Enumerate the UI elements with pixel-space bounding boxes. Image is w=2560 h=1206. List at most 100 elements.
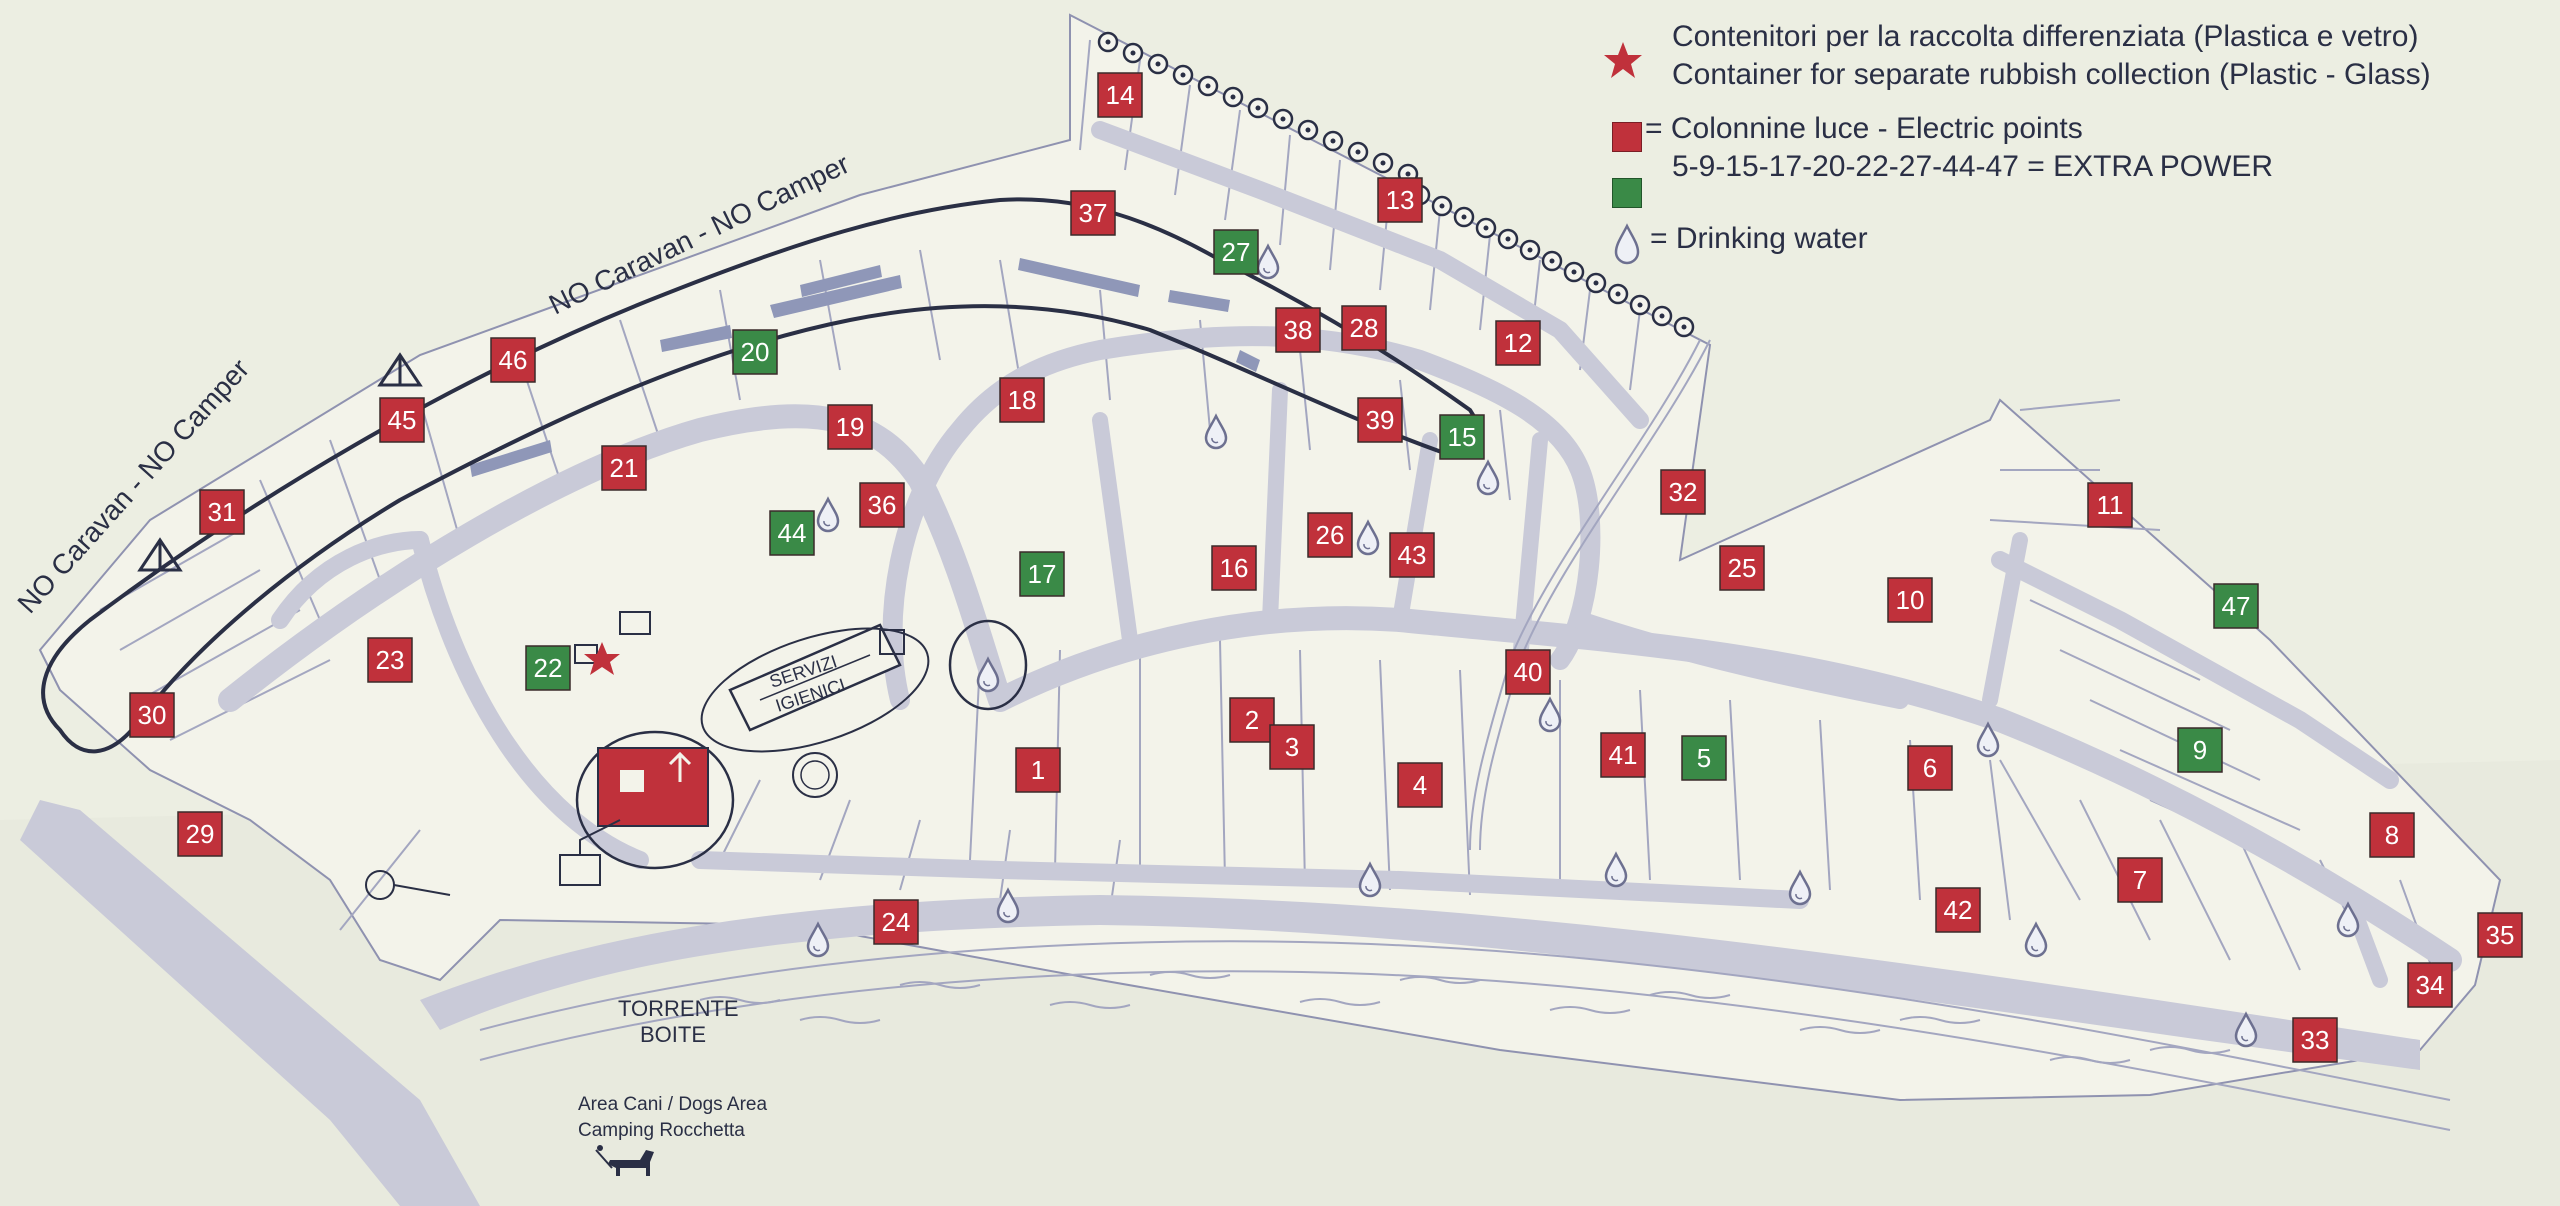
pitch-number: 24 [882,907,911,937]
pitch-marker-7: 7 [2117,857,2163,903]
pitch-box [199,489,245,535]
pitch-marker-14: 14 [1097,72,1143,118]
pitch-marker-16: 16 [1211,545,1257,591]
pitch-marker-39: 39 [1357,397,1403,443]
pitch-marker-45: 45 [379,397,425,443]
legend-green-swatch [1612,178,1642,208]
pitch-number: 26 [1316,520,1345,550]
pitch-marker-36: 36 [859,482,905,528]
main-road [20,800,2420,1206]
pitch-marker-2: 2 [1229,697,1275,743]
pitch-marker-17: 17 [1019,551,1065,597]
pitch-box [2292,1017,2338,1063]
pitch-box [2213,583,2259,629]
ring-icon [1431,195,1453,217]
pitch-box [525,645,571,691]
stream [1469,339,1711,851]
ring-icon [1519,239,1541,261]
pitch-marker-10: 10 [1887,577,1933,623]
pitch-box [1439,414,1485,460]
ring-icon [1475,217,1497,239]
star-icon [1604,42,1642,78]
pitch-box [379,397,425,443]
dog-icon [595,1145,654,1176]
pitch-number: 23 [376,645,405,675]
ring-icon [1322,130,1344,152]
ring-icon [1372,152,1394,174]
pitch-marker-8: 8 [2369,812,2415,858]
legend-star-line1: Contenitori per la raccolta differenziat… [1672,20,2419,53]
pitch-box [1600,732,1646,778]
servizi-igienici: SERVIZI IGIENICI [700,623,930,753]
ring-icon [1541,250,1563,272]
pitch-number: 43 [1398,540,1427,570]
pitch-number: 41 [1609,740,1638,770]
pitch-box [1341,305,1387,351]
pitch-number: 31 [208,497,237,527]
pitch-marker-26: 26 [1307,512,1353,558]
pitch-marker-27: 27 [1213,229,1259,275]
pitch-marker-32: 32 [1660,469,1706,515]
pitch-box [1389,532,1435,578]
pitch-marker-40: 40 [1505,649,1551,695]
pitch-marker-5: 5 [1681,735,1727,781]
pitch-number: 13 [1386,185,1415,215]
pitch-box [1070,190,1116,236]
pitch-number: 10 [1896,585,1925,615]
ring-icon [1347,141,1369,163]
ring-icon [1563,261,1585,283]
legend-star-line2: Container for separate rubbish collectio… [1672,58,2431,91]
pitch-number: 35 [2486,920,2515,950]
pitch-number: 46 [499,345,528,375]
pitch-box [1505,649,1551,695]
dogs-area-label-2: Camping Rocchetta [578,1120,745,1141]
pitch-box [1211,545,1257,591]
pitch-number: 11 [2097,490,2124,520]
pitch-marker-15: 15 [1439,414,1485,460]
pitch-number: 27 [1222,237,1251,267]
pitch-box [490,337,536,383]
pitch-marker-44: 44 [769,510,815,556]
ring-icon [1453,206,1475,228]
pitch-marker-37: 37 [1070,190,1116,236]
pitch-box [2407,962,2453,1008]
pitch-box [1681,735,1727,781]
roads [218,121,2462,988]
pitch-number: 7 [2133,865,2147,895]
pitch-number: 5 [1697,743,1711,773]
pitch-box [1213,229,1259,275]
river-label-1: TORRENTE [618,996,739,1021]
pitch-box [1660,469,1706,515]
pitch-marker-35: 35 [2477,912,2523,958]
pitch-marker-22: 22 [525,645,571,691]
river-boite [479,940,2451,1131]
pitch-box [1357,397,1403,443]
pitch-number: 33 [2301,1025,2330,1055]
pitch-marker-13: 13 [1377,177,1423,223]
pitch-marker-25: 25 [1719,545,1765,591]
pitch-box [1269,724,1315,770]
pitch-box [769,510,815,556]
pitch-number: 29 [186,819,215,849]
ring-icon [1197,75,1219,97]
pitch-marker-43: 43 [1389,532,1435,578]
pitch-marker-18: 18 [999,377,1045,423]
pitch-box [1935,887,1981,933]
pitch-number: 21 [610,453,639,483]
pitch-box [2369,812,2415,858]
pitch-box [999,377,1045,423]
ring-icon [1122,42,1144,64]
ring-icon [1585,272,1607,294]
pitch-box [601,445,647,491]
pitch-number: 28 [1350,313,1379,343]
pitch-number: 8 [2385,820,2399,850]
pitch-marker-1: 1 [1015,747,1061,793]
pitch-number: 12 [1504,328,1533,358]
recycling-star-icon [584,642,620,675]
pitch-marker-33: 33 [2292,1017,2338,1063]
pitch-number: 30 [138,700,167,730]
pitch-number: 20 [741,337,770,367]
pitch-number: 18 [1008,385,1037,415]
